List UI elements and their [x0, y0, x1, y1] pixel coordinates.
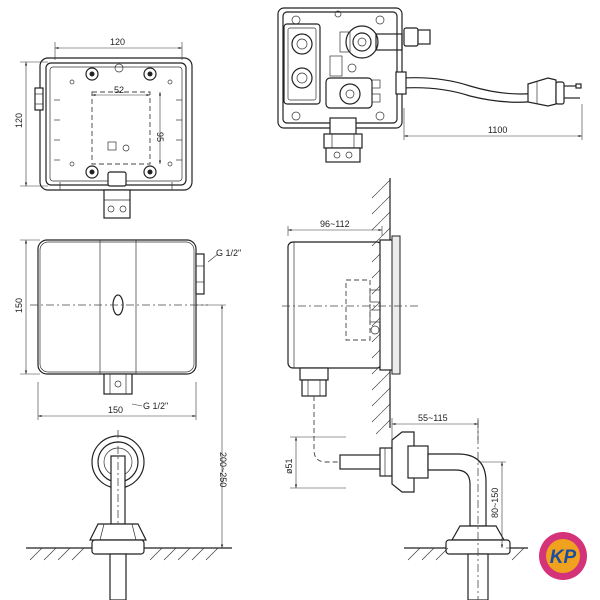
logo-text: KP	[550, 547, 577, 568]
side-view	[282, 235, 418, 397]
dim-depth-range: 96~112	[320, 219, 350, 229]
label-thread-top: G 1/2"	[216, 248, 241, 258]
flush-pipe-side: ø51	[284, 396, 528, 600]
floor-hatch-left	[29, 547, 219, 561]
cable-dimension: 1100	[403, 104, 583, 140]
brand-logo: KP	[539, 532, 587, 580]
front-view-dimensions: G 1/2" G 1/2" 150 150 200~250	[14, 239, 241, 548]
flush-pipe-side-dimensions: 55~115 80~150	[391, 413, 510, 549]
dim-top-height: 120	[14, 113, 24, 128]
side-view-dimensions: 96~112	[287, 219, 383, 236]
flush-pipe-front	[26, 430, 232, 600]
dim-inner-width: 52	[114, 85, 124, 95]
dim-front-height: 150	[14, 298, 24, 313]
label-thread-bottom: G 1/2"	[143, 401, 168, 411]
floor-hatch-right	[407, 547, 525, 561]
dim-inner-height: 95	[155, 132, 165, 142]
top-view	[34, 57, 193, 219]
logo-inner	[546, 539, 580, 573]
front-view	[30, 239, 208, 395]
top-view-dimensions: 120 120 52 95	[14, 37, 183, 187]
unit-internal-view	[277, 7, 582, 163]
dim-cable-length: 1100	[488, 125, 507, 135]
dim-elbow-height: 80~150	[490, 488, 500, 518]
dim-top-width: 120	[110, 37, 125, 47]
dim-offset-range: 55~115	[418, 413, 448, 423]
dim-pipe-diameter: ø51	[284, 458, 294, 474]
dim-front-width: 150	[108, 405, 123, 415]
dim-height-range: 200~250	[218, 452, 228, 487]
